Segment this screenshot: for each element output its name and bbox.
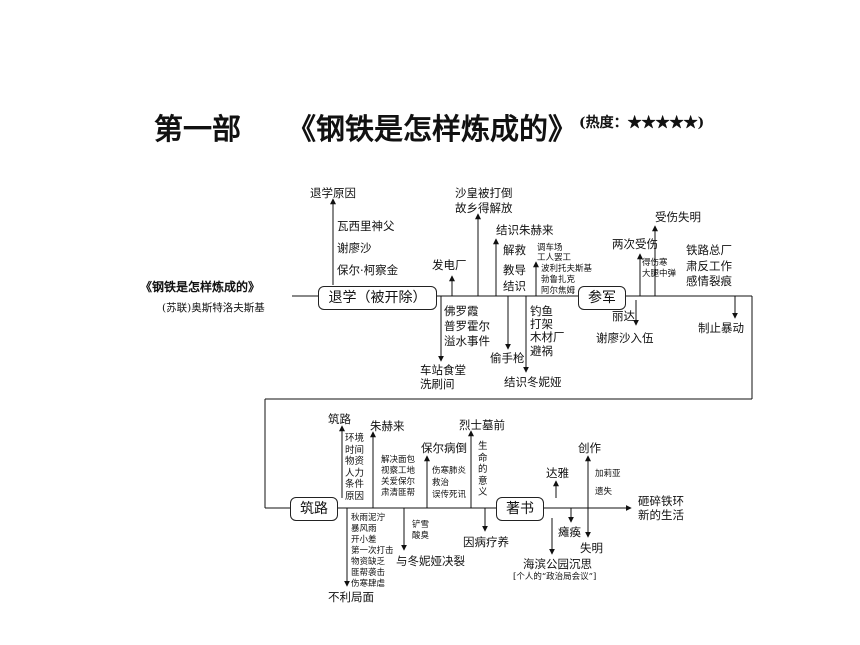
paralysis-label: 瘫痪	[558, 525, 581, 539]
hardship-4: 第一次打击	[351, 546, 394, 556]
note-3: 波利托夫斯基	[541, 264, 593, 274]
fish-2: 打架	[530, 317, 553, 331]
hardship-2: 暴风雨	[351, 524, 377, 534]
railway-3: 感情裂痕	[686, 274, 732, 288]
snow-2: 酸臭	[412, 531, 430, 541]
zhu-note-4: 肃清匪帮	[381, 488, 416, 498]
teach-3: 结识	[503, 279, 526, 293]
martyrs-label: 烈士墓前	[459, 418, 505, 432]
page-title: 第一部 《钢铁是怎样炼成的》(热度：★★★★★)	[154, 106, 704, 148]
hardship-1: 秋雨泥泞	[351, 513, 386, 523]
typhus-label: 保尔病倒	[421, 441, 467, 455]
stage-box-road: 筑路	[290, 497, 338, 521]
railway-2: 肃反工作	[686, 259, 732, 273]
zhuhelai-label: 结识朱赫来	[496, 223, 554, 237]
typhus-note-2: 救治	[432, 478, 450, 488]
hardship-6: 匪帮袭击	[351, 568, 386, 578]
hot-rating: (热度：★★★★★)	[579, 115, 705, 131]
note-1: 调车场	[537, 243, 563, 253]
typhus-note-1: 伤寒肺炎	[432, 466, 467, 476]
book-title-heading: 《钢铁是怎样炼成的》	[287, 112, 578, 146]
tonia-label: 结识冬妮娅	[504, 375, 562, 389]
power-plant-label: 发电厂	[432, 258, 467, 272]
note-5: 阿尔焦姆	[541, 286, 576, 296]
railway-1: 铁路总厂	[686, 243, 732, 257]
fish-3: 木材厂	[530, 330, 565, 344]
injury-note-1: 得伤寒	[642, 258, 668, 268]
road-items: 环境时间物资人力条件原因	[345, 433, 365, 502]
road-label: 筑路	[328, 412, 351, 426]
stop-riot-label: 制止暴动	[698, 321, 744, 335]
station-1: 车站食堂	[420, 363, 466, 377]
reason-item-2: 谢廖沙	[337, 241, 372, 255]
injury-blind-label: 受伤失明	[655, 210, 701, 224]
hardship-5: 物资缺乏	[351, 557, 386, 567]
break-tonia-label: 与冬妮娅决裂	[396, 554, 465, 568]
final-1: 砸碎铁环	[638, 494, 684, 508]
people-1: 佛罗霞	[444, 304, 479, 318]
fish-4: 避祸	[530, 344, 553, 358]
zhu-note-1: 解决面包	[381, 455, 416, 465]
zhu-note-2: 视察工地	[381, 466, 416, 476]
blind-label: 失明	[580, 541, 603, 555]
final-2: 新的生活	[638, 508, 684, 522]
tsar-line-1: 沙皇被打倒	[455, 186, 513, 200]
stage-box-army: 参军	[578, 286, 626, 310]
reason-item-1: 瓦西里神父	[337, 219, 395, 233]
retire-label: 因病疗养	[463, 535, 509, 549]
create-note-2: 遗失	[595, 487, 613, 497]
teach-1: 解救	[503, 243, 526, 257]
lida-label: 丽达	[612, 309, 635, 323]
hardship-3: 开小差	[351, 535, 377, 545]
book-title: 《钢铁是怎样炼成的》	[140, 280, 261, 294]
stage-box-book: 著书	[496, 497, 544, 521]
reason-label: 退学原因	[310, 186, 356, 200]
part-label: 第一部	[154, 112, 242, 146]
bad-situation-label: 不利局面	[328, 590, 374, 604]
fish-1: 钓鱼	[530, 304, 553, 318]
daya-label: 达雅	[546, 466, 569, 480]
people-2: 普罗霍尔	[444, 319, 490, 333]
create-note-1: 加莉亚	[595, 469, 621, 479]
zhu-note-3: 关爱保尔	[381, 477, 416, 487]
life-meaning: 生命的意义	[478, 441, 488, 498]
people-3: 溢水事件	[444, 334, 490, 348]
gun-label: 偷手枪	[490, 351, 525, 365]
two-injuries-label: 两次受伤	[612, 237, 658, 251]
snow-1: 铲雪	[412, 520, 430, 530]
tsar-line-2: 故乡得解放	[455, 201, 513, 215]
reason-item-3: 保尔·柯察金	[337, 263, 399, 277]
seaside-label: 海滨公园沉思	[523, 557, 592, 571]
sergey-join-label: 谢廖沙入伍	[596, 331, 654, 345]
meeting-label: [个人的“政治局会议”]	[513, 572, 597, 582]
hardship-7: 伤寒肆虐	[351, 579, 386, 589]
teach-2: 教导	[503, 263, 526, 277]
station-2: 洗刷间	[420, 377, 455, 391]
note-2: 工人罢工	[537, 253, 572, 263]
create-label: 创作	[578, 441, 601, 455]
note-4: 勃鲁扎克	[541, 275, 576, 285]
stage-box-dropout: 退学（被开除）	[318, 286, 437, 310]
book-author: (苏联)奥斯特洛夫斯基	[162, 302, 265, 314]
injury-note-2: 大腿中弹	[642, 269, 677, 279]
zhu-label: 朱赫来	[370, 419, 405, 433]
typhus-note-3: 误传死讯	[432, 490, 467, 500]
